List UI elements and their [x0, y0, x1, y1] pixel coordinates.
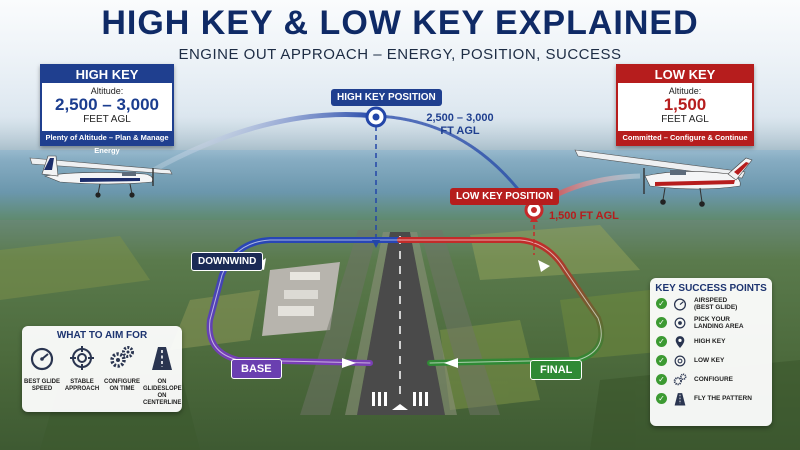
- check-icon: ✓: [656, 374, 667, 385]
- success-points-panel: KEY SUCCESS POINTS ✓ AIRSPEED(BEST GLIDE…: [650, 278, 772, 426]
- low-key-position-tag: LOW KEY POSITION: [450, 188, 560, 205]
- low-key-altitude-callout: 1,500 FT AGL: [549, 210, 619, 222]
- final-tag: FINAL: [530, 360, 583, 380]
- low-key-box-header: LOW KEY: [618, 66, 752, 83]
- success-item-1-line2: (BEST GLIDE): [694, 303, 738, 311]
- low-key-box-footer: Committed – Configure & Continue: [618, 131, 752, 144]
- airport-buildings: [262, 262, 340, 336]
- success-item-configure: ✓ CONFIGURE: [656, 370, 772, 389]
- aim-item-3-line2: ON TIME: [109, 386, 135, 392]
- aim-item-4-line2: ON CENTERLINE: [143, 393, 182, 406]
- low-key-altitude-value: 1,500: [663, 95, 707, 114]
- aim-item-2-line1: STABLE: [70, 379, 94, 385]
- success-panel-title: KEY SUCCESS POINTS: [655, 283, 767, 294]
- runway-icon: [674, 392, 686, 405]
- low-key-altitude-unit: FEET AGL: [661, 114, 709, 125]
- high-key-altitude-value: 2,500 – 3,000: [55, 95, 159, 114]
- success-item-6-line1: FLY THE PATTERN: [694, 395, 752, 402]
- aim-item-2-line2: APPROACH: [64, 386, 100, 392]
- gears-icon: [110, 346, 134, 368]
- target-icon: [674, 317, 686, 328]
- high-key-altitude-unit: FEET AGL: [83, 114, 131, 125]
- high-key-callout-line1: 2,500 – 3,000: [426, 112, 494, 124]
- success-item-airspeed: ✓ AIRSPEED(BEST GLIDE): [656, 294, 772, 313]
- low-key-info-box: LOW KEY Altitude: 1,500 FEET AGL Committ…: [616, 64, 754, 146]
- success-item-high-key: ✓ HIGH KEY: [656, 332, 772, 351]
- success-item-1-line1: AIRSPEED: [694, 296, 728, 304]
- aim-item-1-line1: BEST GLIDE: [23, 379, 60, 385]
- aim-item-3-line1: CONFIGURE: [104, 379, 140, 385]
- success-item-2-line1: PICK YOUR: [694, 315, 730, 323]
- success-item-3-line1: HIGH KEY: [694, 338, 726, 345]
- traffic-pattern: [206, 237, 605, 366]
- aim-panel-title: WHAT TO AIM FOR: [56, 330, 148, 341]
- check-icon: ✓: [656, 336, 667, 347]
- runway: [300, 230, 500, 415]
- success-item-low-key: ✓ LOW KEY: [656, 351, 772, 370]
- high-key-marker: [365, 106, 387, 128]
- gauge-icon: [673, 298, 687, 311]
- success-item-5-line1: CONFIGURE: [694, 376, 733, 383]
- low-key-altitude-label: Altitude:: [668, 86, 702, 96]
- aim-item-4-line1: ON GLIDESLOPE: [143, 379, 182, 392]
- check-icon: ✓: [656, 393, 667, 404]
- high-key-altitude-callout: 2,500 – 3,000 FT AGL: [414, 112, 506, 138]
- high-key-altitude-label: Altitude:: [90, 86, 124, 96]
- target-icon: [70, 346, 94, 370]
- airplane-high-key: [29, 155, 173, 198]
- page-subtitle: ENGINE OUT APPROACH – ENERGY, POSITION, …: [178, 46, 622, 63]
- high-key-box-footer: Plenty of Altitude – Plan & Manage Energ…: [42, 131, 172, 155]
- high-key-position-tag: HIGH KEY POSITION: [331, 89, 442, 106]
- runway-icon: [152, 347, 172, 370]
- base-tag: BASE: [231, 359, 282, 379]
- check-icon: ✓: [656, 317, 667, 328]
- success-item-2-line2: LANDING AREA: [694, 322, 744, 330]
- success-item-4-line1: LOW KEY: [694, 357, 725, 364]
- pin-icon: [675, 335, 685, 348]
- high-key-info-box: HIGH KEY Altitude: 2,500 – 3,000 FEET AG…: [40, 64, 174, 155]
- high-key-descent-arc: [375, 114, 532, 206]
- high-key-callout-line2: FT AGL: [440, 125, 480, 137]
- high-key-arc: [148, 111, 377, 175]
- aim-item-1-line2: SPEED: [31, 386, 53, 392]
- check-icon: ✓: [656, 355, 667, 366]
- downwind-tag: DOWNWIND: [191, 252, 264, 271]
- high-key-box-header: HIGH KEY: [42, 66, 172, 83]
- airplane-low-key: [574, 149, 753, 207]
- success-item-fly-pattern: ✓ FLY THE PATTERN: [656, 389, 772, 408]
- gauge-icon: [30, 347, 54, 371]
- check-icon: ✓: [656, 298, 667, 309]
- target-icon: [674, 355, 686, 366]
- page-title: HIGH KEY & LOW KEY EXPLAINED: [101, 4, 699, 42]
- gears-icon: [673, 373, 687, 385]
